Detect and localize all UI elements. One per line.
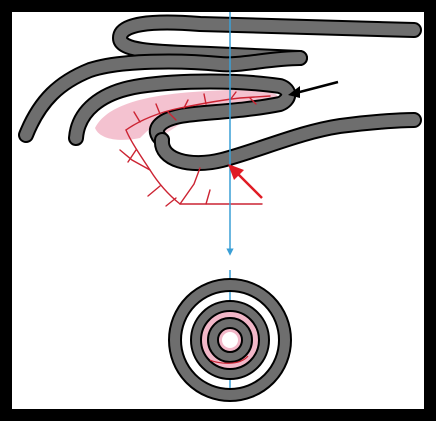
lower-fold [162, 120, 414, 163]
diagram-panel [12, 12, 424, 409]
diagram-canvas [12, 12, 424, 409]
black-arrow [288, 82, 338, 98]
cross-section [175, 285, 285, 395]
red-arrow [228, 164, 262, 198]
